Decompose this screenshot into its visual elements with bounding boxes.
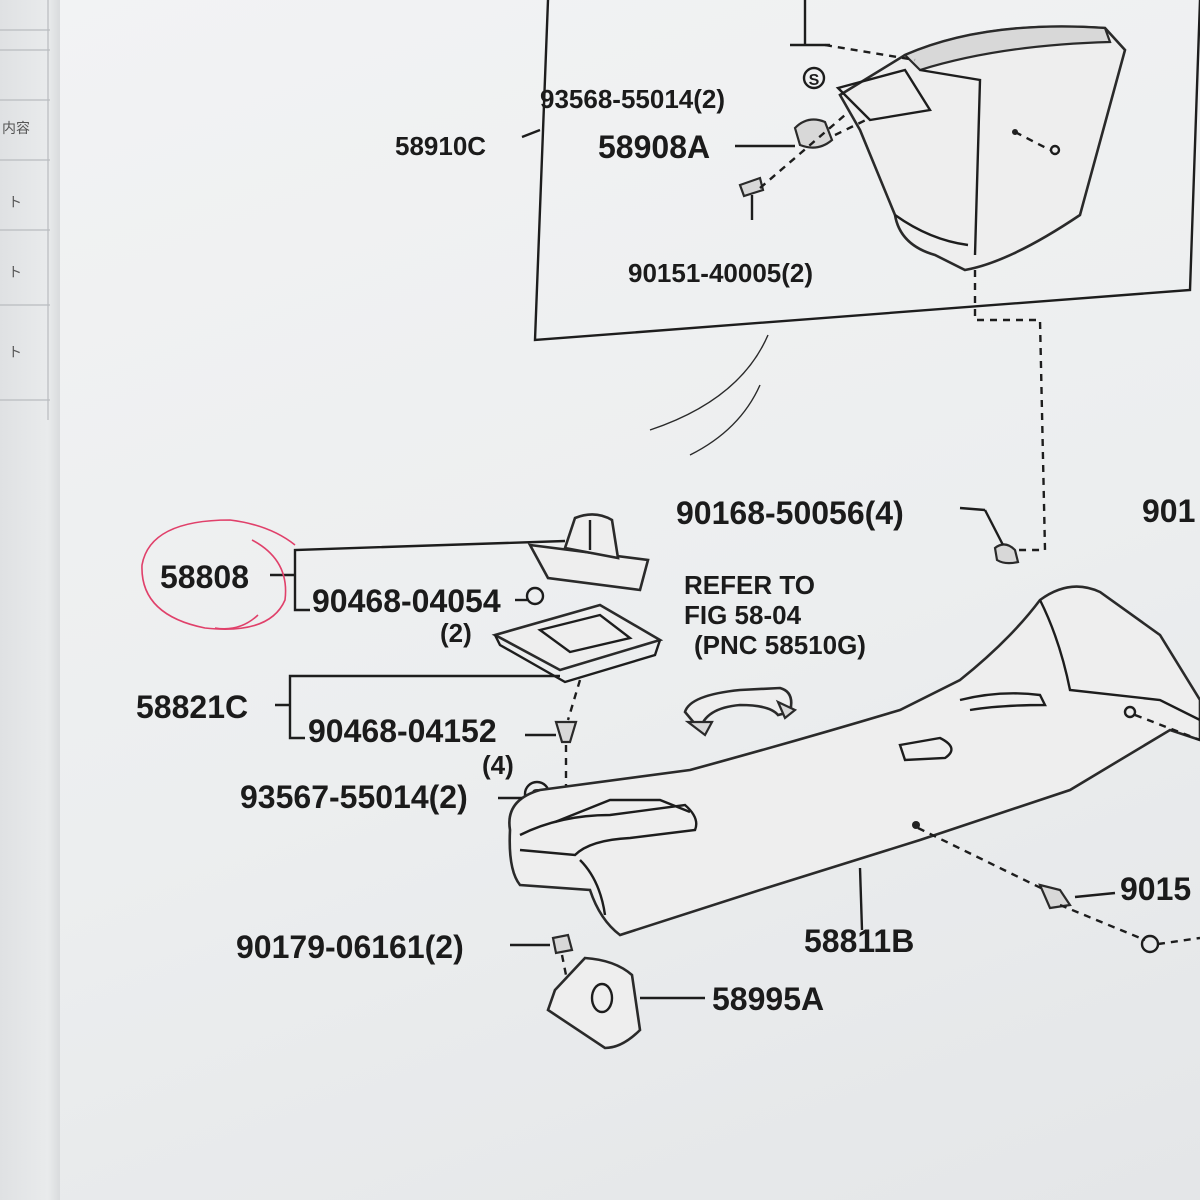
- label-qty-2: (2): [440, 618, 472, 648]
- label-58821c: 58821C: [136, 689, 248, 725]
- label-93567-55014: 93567-55014(2): [240, 779, 468, 815]
- label-refer-to: REFER TO: [684, 570, 815, 600]
- dash-line: [759, 114, 846, 189]
- leader-line: [521, 128, 541, 139]
- clip-90468-04152: [554, 720, 578, 744]
- left-page-edge: 内容 ト ト ト: [0, 0, 60, 1200]
- left-mark: ト: [8, 345, 22, 361]
- label-qty-4: (4): [482, 750, 514, 780]
- grip-handle-58510g: [683, 686, 798, 737]
- label-58910c: 58910C: [395, 131, 486, 161]
- label-9015-cut: 9015: [1120, 871, 1191, 907]
- dash-line: [1134, 713, 1200, 742]
- clip-93568: [790, 0, 830, 90]
- label-90468-04054: 90468-04054: [312, 583, 501, 619]
- pen-circle-tail: [214, 614, 259, 630]
- dash-line: [1157, 936, 1200, 946]
- clip-58908a: [793, 118, 834, 149]
- left-mark: ト: [8, 195, 22, 211]
- center-console-58811b: [508, 585, 1200, 937]
- pen-stroke: [649, 334, 769, 456]
- label-90179-06161: 90179-06161(2): [236, 929, 464, 965]
- leader-line-58808: [270, 539, 566, 612]
- dash-line: [917, 826, 1046, 892]
- bolt-90168: [959, 506, 1020, 565]
- label-refer-pnc: (PNC 58510G): [694, 630, 866, 660]
- label-901-cut: 901: [1142, 493, 1195, 529]
- left-header-text: 内容: [2, 121, 30, 137]
- inset-frame: [533, 0, 1200, 342]
- dash-line: [834, 116, 871, 137]
- left-table-lines: [0, 0, 50, 420]
- label-58811b: 58811B: [804, 923, 914, 959]
- label-90168-50056: 90168-50056(4): [676, 495, 904, 531]
- bracket-58995a: [546, 956, 705, 1050]
- dash-line: [566, 679, 582, 721]
- s-mark-93568: S: [809, 72, 820, 89]
- label-58995a: 58995A: [712, 981, 824, 1017]
- dash-line: [1059, 903, 1146, 942]
- label-93568-55014: 93568-55014(2): [540, 84, 725, 114]
- screw-90151: [738, 176, 765, 220]
- label-58908a: 58908A: [598, 129, 710, 165]
- left-mark: ト: [8, 265, 22, 281]
- clip-90468-04054: [525, 586, 545, 606]
- label-58808: 58808: [160, 559, 249, 595]
- leader-line-58821c: [275, 674, 560, 740]
- s-mark-letter: S: [809, 72, 820, 89]
- label-90468-04152: 90468-04152: [308, 713, 497, 749]
- pen-circle-58808: [141, 519, 296, 630]
- nut-90179: [510, 933, 574, 986]
- dash-line: [973, 270, 1047, 552]
- armrest-console-lid: [835, 25, 1127, 272]
- label-90151-40005: 90151-40005(2): [628, 258, 813, 288]
- bezel-plate-58821c: [491, 603, 664, 684]
- label-refer-fig: FIG 58-04: [684, 600, 802, 630]
- shift-boot-58808: [527, 513, 650, 592]
- dash-line: [824, 43, 916, 62]
